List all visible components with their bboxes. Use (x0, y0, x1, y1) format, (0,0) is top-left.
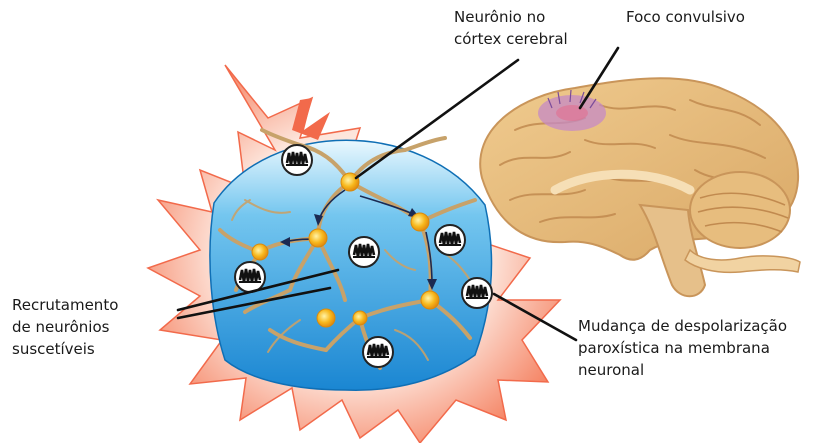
label-neuron-cortex: Neurônio no córtex cerebral (454, 6, 568, 50)
label-neuron-cortex-line2: córtex cerebral (454, 28, 568, 50)
label-recruitment-line1: Recrutamento (12, 294, 118, 316)
eeg-trace-icon (435, 225, 465, 255)
label-seizure-focus-text: Foco convulsivo (626, 6, 745, 28)
eeg-trace-icon (363, 337, 393, 367)
label-paroxysmal-line2: paroxística na membrana (578, 337, 787, 359)
eeg-trace-icon (282, 145, 312, 175)
eeg-trace-icon (462, 278, 492, 308)
label-recruitment: Recrutamento de neurônios suscetíveis (12, 294, 118, 360)
eeg-trace-icon (349, 237, 379, 267)
label-paroxysmal-line1: Mudança de despolarização (578, 315, 787, 337)
label-recruitment-line2: de neurônios (12, 316, 118, 338)
label-paroxysmal-line3: neuronal (578, 359, 787, 381)
brain-illustration (480, 78, 800, 296)
label-recruitment-line3: suscetíveis (12, 338, 118, 360)
label-paroxysmal-shift: Mudança de despolarização paroxística na… (578, 315, 787, 381)
label-neuron-cortex-line1: Neurônio no (454, 6, 568, 28)
eeg-trace-icon (235, 262, 265, 292)
label-seizure-focus: Foco convulsivo (626, 6, 745, 28)
